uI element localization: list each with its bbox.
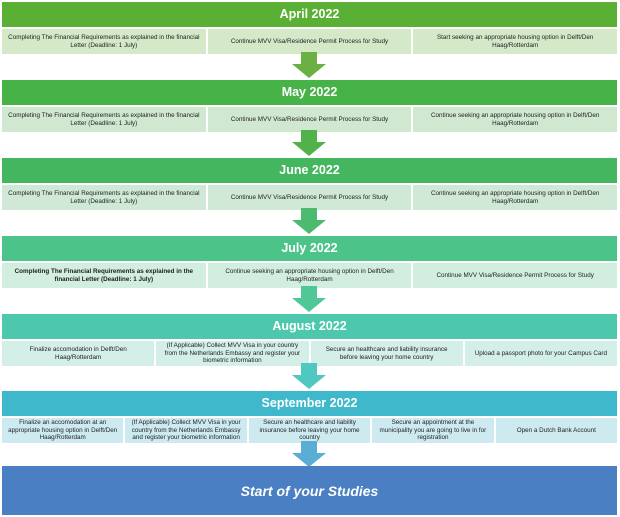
task-row: Finalize an accomodation at an appropria… bbox=[2, 418, 618, 443]
start-of-studies-box: Start of your Studies bbox=[2, 466, 617, 515]
task-item: Start seeking an appropriate housing opt… bbox=[413, 29, 618, 54]
task-item: Continue seeking an appropriate housing … bbox=[207, 263, 412, 288]
month-header: May 2022 bbox=[2, 80, 617, 105]
task-item: Continue MVV Visa/Residence Permit Proce… bbox=[207, 107, 412, 132]
month-header: July 2022 bbox=[2, 236, 617, 261]
month-header: September 2022 bbox=[2, 391, 617, 416]
down-arrow-icon bbox=[292, 130, 326, 156]
task-item: Secure an healthcare and liability insur… bbox=[310, 341, 463, 366]
month-header: June 2022 bbox=[2, 158, 617, 183]
task-item: Upload a passport photo for your Campus … bbox=[464, 341, 617, 366]
task-row: Finalize accomodation in Delft/Den Haag/… bbox=[2, 341, 617, 366]
task-item: Completing The Financial Requirements as… bbox=[2, 185, 206, 210]
task-item: Finalize an accomodation at an appropria… bbox=[2, 418, 124, 443]
down-arrow-icon bbox=[292, 363, 326, 389]
down-arrow-icon bbox=[292, 52, 326, 78]
task-item: Continue MVV Visa/Residence Permit Proce… bbox=[207, 185, 412, 210]
down-arrow-icon bbox=[292, 286, 326, 312]
task-row: Completing The Financial Requirements as… bbox=[2, 263, 618, 288]
task-item: Completing The Financial Requirements as… bbox=[2, 29, 206, 54]
task-item: Continue MVV Visa/Residence Permit Proce… bbox=[413, 263, 618, 288]
start-of-studies-label: Start of your Studies bbox=[240, 482, 379, 499]
task-item: Continue MVV Visa/Residence Permit Proce… bbox=[207, 29, 412, 54]
month-header: August 2022 bbox=[2, 314, 617, 339]
task-item: (If Applicable) Collect MVV Visa in your… bbox=[156, 341, 309, 366]
task-item: Completing The Financial Requirements as… bbox=[2, 263, 206, 288]
task-item: Secure an healthcare and liability insur… bbox=[248, 418, 371, 443]
task-row: Completing The Financial Requirements as… bbox=[2, 29, 618, 54]
down-arrow-icon bbox=[292, 441, 326, 467]
month-header: April 2022 bbox=[2, 2, 617, 27]
task-item: Completing The Financial Requirements as… bbox=[2, 107, 206, 132]
task-row: Completing The Financial Requirements as… bbox=[2, 107, 618, 132]
down-arrow-icon bbox=[292, 208, 326, 234]
task-row: Completing The Financial Requirements as… bbox=[2, 185, 618, 210]
task-item: Secure an appointment at the municipalit… bbox=[372, 418, 494, 443]
task-item: (If Applicable) Collect MVV Visa in your… bbox=[125, 418, 247, 443]
task-item: Open a Dutch Bank Account bbox=[495, 418, 618, 443]
task-item: Finalize accomodation in Delft/Den Haag/… bbox=[2, 341, 155, 366]
task-item: Continue seeking an appropriate housing … bbox=[413, 107, 618, 132]
task-item: Continue seeking an appropriate housing … bbox=[413, 185, 618, 210]
